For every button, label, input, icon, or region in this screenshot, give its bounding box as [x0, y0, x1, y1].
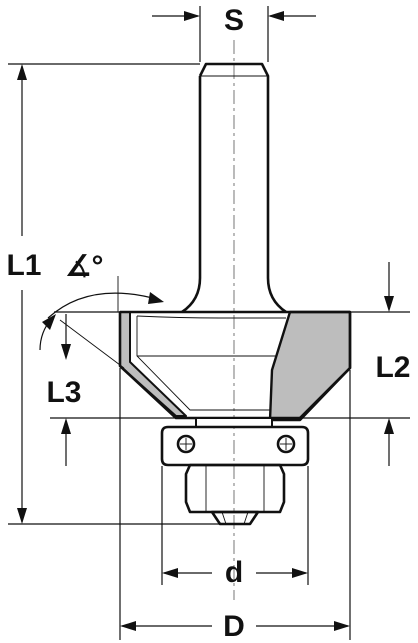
bearing-hole-right	[276, 434, 296, 454]
shank	[181, 62, 287, 314]
dim-l3: L3	[46, 311, 176, 466]
label-s: S	[224, 4, 244, 37]
dim-d-small: d	[161, 466, 309, 589]
carbide-insert-right	[268, 310, 352, 422]
label-d: d	[225, 556, 243, 589]
dim-angle: ∡°	[39, 250, 164, 369]
label-l1: L1	[6, 249, 41, 282]
dim-l2: L2	[300, 262, 411, 466]
bearing-hole-left	[176, 434, 196, 454]
cutter-body	[118, 310, 352, 426]
dim-s: S	[152, 4, 316, 62]
label-big-d: D	[223, 610, 245, 643]
label-angle: ∡°	[65, 250, 104, 283]
label-l3: L3	[46, 376, 81, 409]
hex-nut	[184, 463, 286, 526]
dim-l1: L1	[6, 63, 220, 525]
dim-d-large: D	[119, 368, 351, 643]
label-l2: L2	[375, 351, 410, 384]
carbide-insert-left	[119, 311, 187, 417]
bearing	[160, 417, 310, 467]
